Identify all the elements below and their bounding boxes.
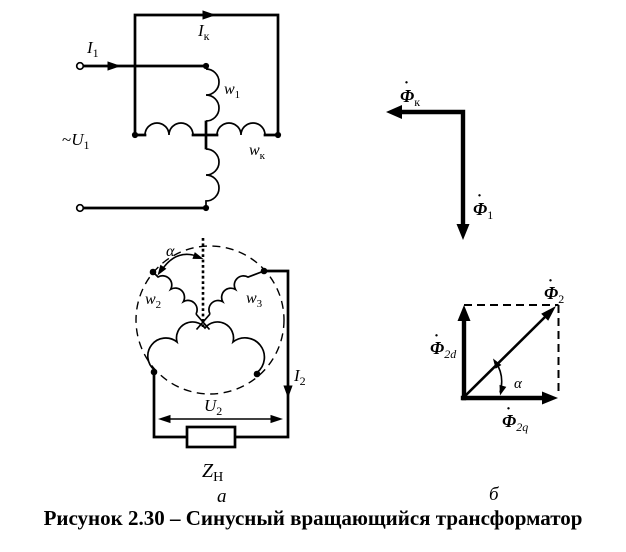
brush-dot [150,368,158,376]
phi-2q-arrowhead [542,391,558,405]
w2-coil [152,271,198,315]
phi-2-overdot: · [548,273,553,289]
stator-wires [82,13,280,210]
u2-arrowhead-left [158,414,171,424]
label-w1: w1 [224,81,240,101]
label-zn: ZН [202,460,223,485]
load-resistor [185,425,237,449]
phi-1-overdot: · [477,188,482,204]
label-i1: I1 [86,38,99,60]
vector-diagram-stator-flux: · Φк · Φ1 [386,75,493,240]
node-dot [274,131,282,139]
label-phi-k: Φк [400,86,420,109]
rotor-schematic: α w2 w3 I2 U2 ZН а [135,238,306,507]
label-u2: U2 [204,396,222,418]
i1-current-arrow [107,61,121,71]
wk-coil [144,122,266,136]
u2-arrowhead-right [270,414,283,424]
panel-b-label: б [489,484,500,505]
phi-2d-overdot: · [434,328,439,344]
stator-schematic: I1 Iк w1 wк ~U1 [62,10,282,213]
brush-dot [149,268,157,276]
label-wk: wк [249,142,266,162]
label-rotor-alpha: α [166,243,175,260]
panel-a-label: а [217,486,227,507]
phi-2-vector [462,314,548,399]
label-i2: I2 [293,366,306,388]
phi-2-arrowhead [541,306,556,321]
phi-k-arrowhead [386,105,402,119]
alpha-b-arrowhead [493,358,502,369]
node-dot [131,131,139,139]
secondary-wires [152,269,290,439]
rotor-coil-crossing [195,313,211,331]
label-w3: w3 [246,290,263,310]
flux-vector-lines [395,109,466,231]
w3-coil [208,270,265,315]
label-phi-2: Φ2 [544,283,564,306]
label-phi-2q: Φ2q [502,411,528,434]
label-w2: w2 [145,291,161,311]
label-phi-2d: Φ2d [430,338,457,361]
phi-1-arrowhead [456,224,470,240]
phi-2q-overdot: · [506,401,511,417]
phi-k-overdot: · [404,75,409,91]
input-terminal [75,61,85,71]
alpha-arc-arrowhead [157,264,167,276]
brush-dot [253,370,261,378]
rotor-bottom-coil [147,321,266,374]
node-dot [202,204,210,212]
label-ik: Iк [197,21,210,43]
alpha-arc-arrowhead [192,252,204,259]
rotor-outline [135,245,285,395]
vector-diagram-rotor-flux: · Φ2 · Φ2d · Φ2q α б [430,273,564,505]
node-dot [202,62,210,70]
brush-dot [260,267,268,275]
i2-current-arrow [283,385,293,398]
figure-caption: Рисунок 2.30 – Синусный вращающийся тран… [43,506,583,530]
ik-current-arrow [202,10,216,20]
label-phi-1: Φ1 [473,199,493,222]
construction-dashes [464,304,560,396]
phi-2d-arrowhead [457,305,471,321]
alpha-b-arrowhead [499,384,507,396]
input-terminal [75,203,85,213]
label-u1: ~U1 [62,130,89,152]
label-vector-alpha: α [514,376,523,392]
w1-coil [205,68,220,205]
